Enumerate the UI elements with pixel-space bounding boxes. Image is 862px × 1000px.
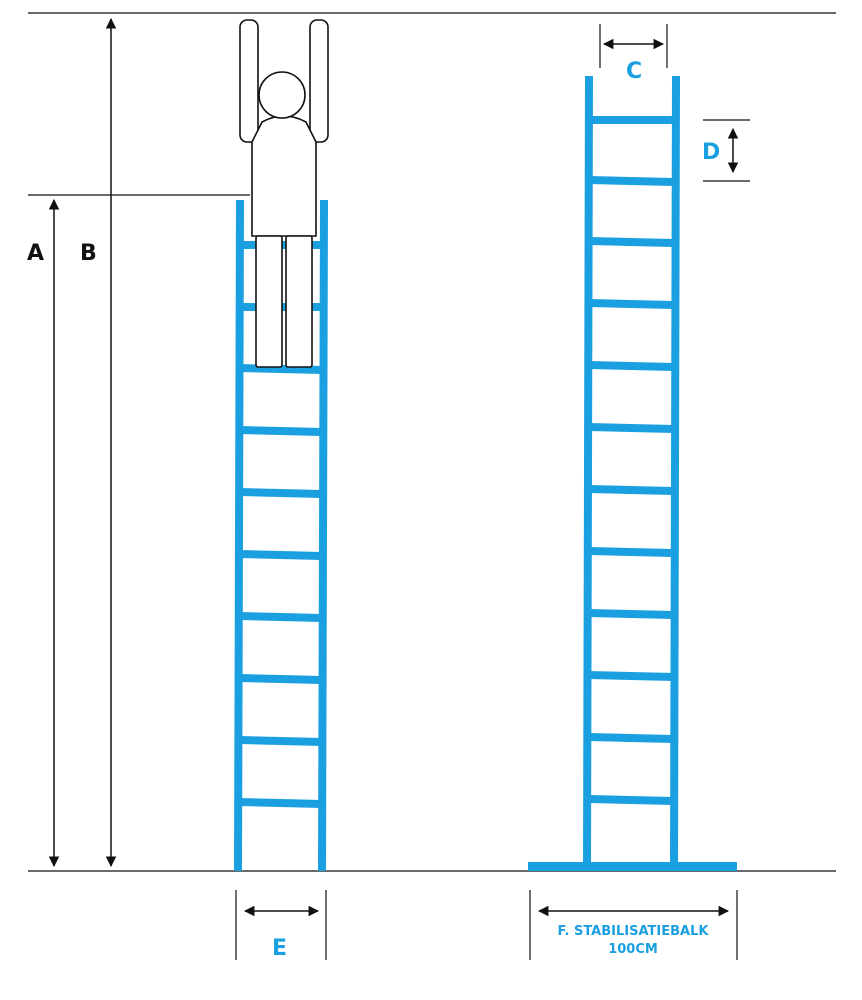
person-figure [239,19,329,368]
label-e: E [272,936,287,961]
right-ladder [583,75,680,866]
label-f-line1: F. STABILISATIEBALK [558,924,710,939]
label-a: A [27,241,44,266]
label-b: B [80,241,97,266]
label-c: C [626,59,642,84]
label-d: D [702,140,720,165]
left-ladder [234,199,328,872]
label-f-line2: 100CM [608,942,658,957]
stabilisation-bar [528,862,737,871]
